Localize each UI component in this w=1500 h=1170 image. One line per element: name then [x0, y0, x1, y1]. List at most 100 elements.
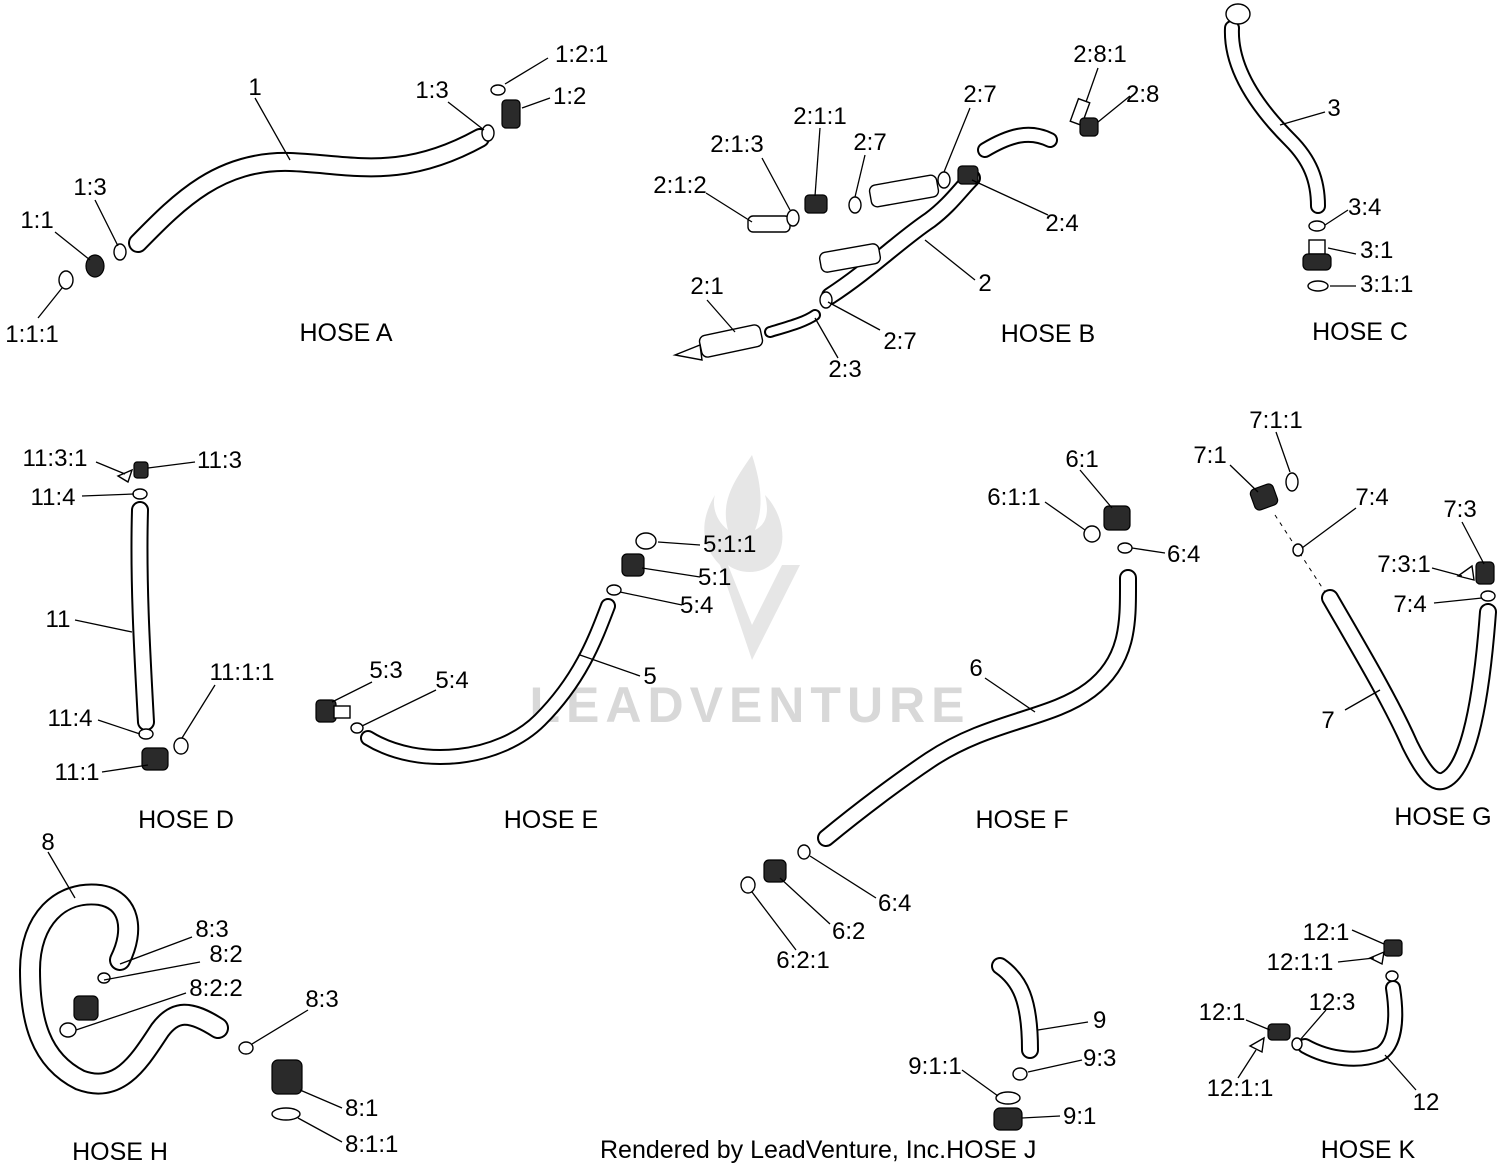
hose-a-callout: 1:2:1 [555, 41, 608, 68]
hose-k-fitting-left [1267, 1023, 1291, 1041]
watermark-flame-icon [704, 455, 800, 660]
hose-e-clamp-right [606, 584, 622, 596]
hose-e-group: 5:1:1 5:1 5:4 5:3 5:4 5 HOSE E [315, 531, 756, 834]
hose-b-nozzle-lower [672, 344, 703, 361]
hose-b-elbow [1079, 117, 1099, 137]
hose-g-callout: 7:1:1 [1249, 407, 1302, 434]
hose-e-barb-left [333, 705, 351, 719]
hose-k-clip-top [1368, 950, 1385, 966]
hose-e-title: HOSE E [504, 806, 598, 834]
hose-j-title: HOSE J [946, 1136, 1036, 1164]
hose-c-callout: 3 [1327, 95, 1340, 122]
hose-a-elbow-fitting [501, 99, 521, 129]
hose-d-group: 11:3:1 11:3 11:4 11 11:1:1 11:4 11:1 HOS… [23, 445, 275, 834]
hose-b-callout: 2:8:1 [1073, 41, 1126, 68]
hose-a-callout: 1:3 [73, 174, 106, 201]
hose-a-clamp-lower [113, 243, 127, 261]
hose-b-coupler [804, 194, 828, 214]
hose-f-callout: 6:1:1 [987, 484, 1040, 511]
hose-h-oring-right [271, 1107, 301, 1121]
hose-c-barb [1308, 239, 1326, 255]
hose-b-callout: 2:7 [883, 328, 916, 355]
hose-d-clamp-bottom [138, 728, 154, 740]
hose-f-callout: 6:2 [832, 918, 865, 945]
hose-j-group: 9 9:1:1 9:3 9:1 [908, 957, 1116, 1131]
hose-d-callout: 11:4 [48, 705, 93, 732]
hose-k-fitting-top [1383, 939, 1403, 957]
hose-e-clamp-left [350, 722, 364, 734]
hose-h-callout: 8:3 [305, 986, 338, 1013]
hose-d-callout: 11:3:1 [23, 445, 88, 472]
hose-c-title: HOSE C [1312, 318, 1408, 346]
hose-g-title: HOSE G [1394, 803, 1491, 831]
hose-h-callout: 8:3 [195, 916, 228, 943]
hose-c-callout: 3:1:1 [1360, 271, 1413, 298]
hose-b-callout: 2:1:2 [653, 172, 706, 199]
hose-b-nozzle-upper [747, 215, 791, 233]
hose-g-callout: 7:4 [1393, 591, 1426, 618]
hose-b-callout: 2:1:3 [710, 131, 763, 158]
hose-j-callout: 9 [1093, 1007, 1106, 1034]
hose-k-title: HOSE K [1321, 1136, 1416, 1164]
hose-e-callout: 5:3 [369, 657, 402, 684]
hose-g-oring [1285, 472, 1299, 492]
hose-b-callout: 2:4 [1045, 210, 1078, 237]
hose-h-elbow [271, 1059, 303, 1095]
watermark: LEADVENTURE [529, 455, 965, 733]
hose-f-callout: 6:1 [1065, 446, 1098, 473]
hose-f-clamp-top [1117, 542, 1133, 554]
hose-j-callout: 9:1 [1063, 1103, 1096, 1130]
hose-a-oring-upper [490, 84, 506, 96]
hose-b-sleeve [868, 174, 940, 208]
hose-a-fitting-lower [85, 254, 105, 278]
hose-e-oring [635, 532, 657, 550]
hose-b-callout: 2:7 [963, 81, 996, 108]
hose-d-oring [173, 737, 189, 755]
hose-h-callout: 8:2 [209, 941, 242, 968]
hose-d-callout: 11:3 [197, 447, 242, 474]
hose-d-elbow [141, 747, 169, 771]
hose-a-callout: 1:3 [415, 77, 448, 104]
hose-d-title: HOSE D [138, 806, 234, 834]
hose-k-callout: 12:1:1 [1267, 949, 1334, 976]
hose-g-callout: 7:3 [1443, 496, 1476, 523]
hose-a-clamp-upper [481, 124, 495, 142]
hose-h-oring-left [59, 1022, 77, 1038]
hose-d-clip [116, 468, 134, 484]
hose-h-callout: 8:1:1 [345, 1131, 398, 1158]
hose-b-callout: 2:8 [1126, 81, 1159, 108]
hose-k-callout: 12:1:1 [1207, 1075, 1274, 1102]
hose-f-oring-top [1083, 525, 1101, 543]
hose-d-callout: 11:1:1 [210, 659, 275, 686]
hose-a-group: 1 1:2:1 1:2 1:3 1:3 1:1 1:1:1 HOSE A [5, 41, 608, 348]
hose-b-callout: 2:1:1 [793, 103, 846, 130]
hose-f-group: 6:1 6:1:1 6:4 6 6:4 6:2 6:2:1 HOSE F [740, 446, 1200, 974]
hose-f-fitting-bottom [763, 859, 787, 883]
hose-k-clip-left [1248, 1036, 1265, 1054]
hose-j-fitting [993, 1107, 1023, 1131]
hose-g-callout: 7:1 [1193, 442, 1226, 469]
hose-b-clip [1069, 97, 1091, 127]
hose-b-fitting-lower [698, 324, 764, 358]
hose-k-group: 12:1 12:1:1 12:3 12:1 12:1:1 12 HOSE K [1199, 919, 1440, 1164]
hose-k-clamp-left [1291, 1037, 1303, 1051]
hose-h-callout: 8 [41, 829, 54, 856]
hose-h-clamp-lower [238, 1041, 254, 1055]
hose-a-callout: 1 [248, 74, 261, 101]
hose-d-fitting-top [133, 461, 149, 479]
hose-h-fitting-left [73, 995, 99, 1021]
hose-f-callout: 6:2:1 [776, 947, 829, 974]
hose-g-clamp-right [1480, 590, 1496, 602]
hose-g-callout: 7:4 [1355, 484, 1388, 511]
hose-b-title: HOSE B [1001, 320, 1095, 348]
credit-text: Rendered by LeadVenture, Inc. [600, 1136, 946, 1164]
hose-e-callout: 5 [643, 663, 656, 690]
hose-f-oring-bottom [740, 876, 756, 894]
hose-f-callout: 6 [969, 655, 982, 682]
hose-g-elbow-right [1475, 561, 1495, 585]
hose-k-callout: 12:1 [1303, 919, 1350, 946]
hose-h-clamp-upper [97, 972, 111, 984]
hose-k-callout: 12:3 [1309, 989, 1356, 1016]
hose-k-callout: 12:1 [1199, 999, 1246, 1026]
hose-b-clamp [819, 291, 833, 309]
